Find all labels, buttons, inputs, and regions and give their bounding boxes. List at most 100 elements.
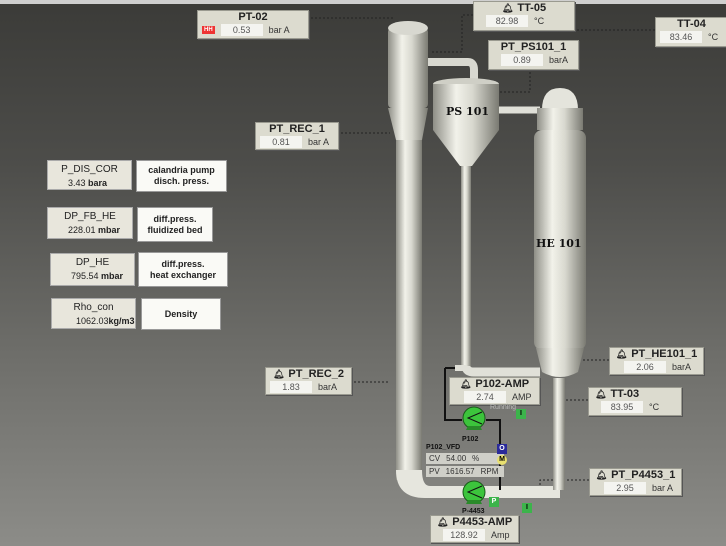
leader-lines xyxy=(307,14,655,490)
tag-name: TT-05 xyxy=(517,2,547,14)
panel-desc: diff.press.fluidized bed xyxy=(137,207,213,242)
cv-unit: % xyxy=(472,454,480,463)
desc-line: calandria pump xyxy=(148,165,215,175)
vfd-name: P102_VFD xyxy=(426,444,461,451)
tag-value: 0.89 xyxy=(501,54,543,66)
tag-name: PT_HE101_1 xyxy=(631,348,698,360)
tag-value: 0.53 xyxy=(220,24,263,36)
tag-pt-ps101-1[interactable]: PT_PS101_1 0.89 barA xyxy=(488,40,579,70)
tag-name: P4453-AMP xyxy=(452,516,513,528)
he101-vessel xyxy=(534,88,586,490)
panel-name: DP_HE xyxy=(75,257,110,268)
panel-unit: bara xyxy=(88,178,108,188)
panel-rho-con[interactable]: Rho_con 1062.03kg/m3 xyxy=(51,298,136,329)
bell-icon: 🔔︎ xyxy=(595,470,608,480)
tag-unit: bar A xyxy=(268,25,290,35)
tag-tt-03[interactable]: 🔔︎TT-03 83.95 °C xyxy=(588,387,682,416)
panel-value: 1062.03 xyxy=(76,316,109,326)
desc-line: Density xyxy=(164,308,198,319)
panel-desc: diff.press.heat exchanger xyxy=(138,252,228,287)
permissive-indicator[interactable]: P xyxy=(489,497,499,507)
pump-label-p4453: P-4453 xyxy=(462,508,485,515)
panel-name: DP_FB_HE xyxy=(64,211,116,222)
tag-value: 0.81 xyxy=(260,136,302,148)
tag-pt-02[interactable]: PT-02 HH 0.53 bar A xyxy=(197,10,309,39)
interlock-indicator-p4453[interactable]: I xyxy=(522,503,532,513)
tag-tt-04[interactable]: TT-04 83.46 °C xyxy=(655,17,726,47)
manual-mode-indicator[interactable]: M xyxy=(497,455,507,465)
panel-unit: kg/m3 xyxy=(108,316,135,326)
cv-label: CV xyxy=(429,454,441,463)
desc-line: heat exchanger xyxy=(149,269,217,280)
operator-mode-indicator[interactable]: O xyxy=(497,444,507,454)
tag-pt-rec-1[interactable]: PT_REC_1 0.81 bar A xyxy=(255,122,339,150)
tag-name: PT_PS101_1 xyxy=(500,41,567,53)
tag-unit: bar A xyxy=(652,483,674,493)
tag-unit: barA xyxy=(672,362,692,372)
pv-value: 1616.57 xyxy=(445,467,475,476)
pump-p4453-icon xyxy=(462,480,486,504)
interlock-indicator-p102[interactable]: I xyxy=(516,409,526,419)
tag-unit: °C xyxy=(708,32,719,42)
tag-value: 2.06 xyxy=(624,361,666,373)
tag-unit: AMP xyxy=(512,392,532,402)
panel-unit: mbar xyxy=(98,225,121,235)
panel-value: 795.54 xyxy=(71,271,99,281)
vessel-label-he101: HE 101 xyxy=(536,237,582,250)
panel-p-dis-cor[interactable]: P_DIS_COR 3.43 bara xyxy=(47,160,132,190)
pump-status: Running xyxy=(490,404,517,411)
panel-value: 3.43 xyxy=(68,178,86,188)
alarm-hh-badge: HH xyxy=(202,26,215,34)
bell-icon: 🔔︎ xyxy=(272,369,285,379)
bell-icon: 🔔︎ xyxy=(501,3,514,13)
tag-name: TT-04 xyxy=(677,18,706,30)
panel-dp-he[interactable]: DP_HE 795.54 mbar xyxy=(50,253,135,286)
tag-value: 83.95 xyxy=(601,401,643,413)
tag-value: 82.98 xyxy=(486,15,528,27)
screen-bezel xyxy=(0,0,726,4)
tag-value: 1.83 xyxy=(270,381,312,393)
tag-name: PT_REC_1 xyxy=(269,123,325,135)
tag-unit: °C xyxy=(649,402,660,412)
recirculation-column xyxy=(388,21,560,498)
tag-unit: °C xyxy=(534,16,545,26)
vessel-label-ps101: PS 101 xyxy=(446,105,490,118)
panel-name: Rho_con xyxy=(73,302,114,313)
desc-line: disch. press. xyxy=(153,176,209,186)
tag-pt-p4453-1[interactable]: 🔔︎PT_P4453_1 2.95 bar A xyxy=(589,468,682,496)
tag-tt-05[interactable]: 🔔︎TT-05 82.98 °C xyxy=(473,1,575,31)
tag-value: 83.46 xyxy=(660,31,702,43)
tag-unit: bar A xyxy=(308,137,330,147)
tag-value: 2.95 xyxy=(604,482,646,494)
tag-unit: barA xyxy=(318,382,338,392)
panel-unit: mbar xyxy=(101,271,124,281)
tag-name: PT_P4453_1 xyxy=(611,469,676,481)
tag-value: 2.74 xyxy=(464,391,506,403)
pump-p102-icon xyxy=(462,406,486,430)
panel-desc: Density xyxy=(141,298,221,330)
bell-icon: 🔔︎ xyxy=(436,517,449,527)
panel-name: P_DIS_COR xyxy=(61,164,118,175)
panel-value: 228.01 xyxy=(68,225,96,235)
tag-name: TT-03 xyxy=(610,388,640,400)
panel-dp-fb-he[interactable]: DP_FB_HE 228.01 mbar xyxy=(47,207,133,239)
ps101-vessel xyxy=(433,78,540,377)
pump-label-p102: P102 xyxy=(462,436,479,443)
pv-label: PV xyxy=(429,467,440,476)
bell-icon: 🔔︎ xyxy=(595,389,607,399)
tag-name: P102-AMP xyxy=(475,378,530,390)
tag-name: PT-02 xyxy=(238,11,268,23)
vfd-faceplate[interactable]: P102_VFD CV 54.00% PV 1616.57 RPM xyxy=(426,444,504,477)
tag-unit: barA xyxy=(549,55,569,65)
tag-unit: Amp xyxy=(491,530,510,540)
tag-p4453-amp[interactable]: 🔔︎P4453-AMP 128.92 Amp xyxy=(430,515,519,543)
cv-value: 54.00 xyxy=(446,454,467,463)
bell-icon: 🔔︎ xyxy=(459,379,472,389)
pv-unit: RPM xyxy=(480,467,499,476)
tag-value: 128.92 xyxy=(443,529,485,541)
tag-p102-amp[interactable]: 🔔︎P102-AMP 2.74 AMP xyxy=(449,377,540,405)
